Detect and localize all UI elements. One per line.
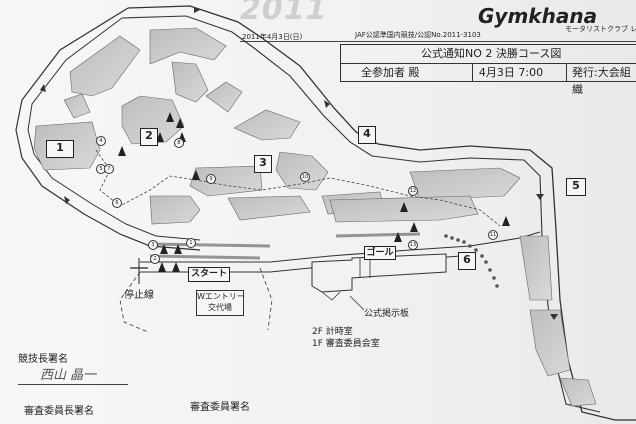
section-6: 6 [458,252,476,270]
marker-1: 1 [186,238,196,248]
goal-label: ゴール [364,246,396,260]
marker-8: 8 [174,138,184,148]
track-outer-boundary [127,5,636,421]
clerk-of-course-signature: 西山 晶一 [40,368,97,383]
bulletin-board-label: 公式掲示板 [364,309,410,319]
steward-label: 審査委員署名 [190,402,250,413]
tire-barrier [444,234,499,288]
header-event-title: Gymkhana [478,4,598,28]
track-lower-straight [140,231,541,263]
infield-pad-i [189,165,263,197]
marker-9: 9 [206,174,216,184]
section-2: 2 [140,128,158,146]
slalom-route [95,149,501,227]
infield-pad-a [149,27,227,65]
marker-2: 2 [150,254,160,264]
infield-pad-d [205,81,243,113]
notice-issuer: 発行:大会組織 [572,66,631,96]
w-entry-box: Wエントリー 交代場 [196,290,245,316]
clerk-of-course-label: 競技長署名 [18,354,68,365]
notice-datetime: 4月3日 7:00 [473,64,568,81]
start-label: スタート [188,267,230,282]
infield-pad-f [233,109,301,141]
track-left-loop [15,7,201,251]
steward-room-label: 1F 審査委員会室 [312,339,380,349]
infield-pad-p [519,235,553,301]
header-year-title: 2011 [240,0,328,27]
section-3: 3 [254,155,272,173]
notice-recipient: 全参加者 殿 [341,64,473,81]
timing-room-label: 2F 計時室 [312,327,353,337]
clerk-signature-line [18,384,128,385]
marker-13: 13 [408,240,418,250]
infield-pad-g [63,93,91,119]
notice-table: 公式通知NO 2 決勝コース図 全参加者 殿 4月3日 7:00 発行:大会組織 [340,44,636,96]
infield-pad-n [409,167,521,201]
marker-4: 4 [96,136,106,146]
infield-pad-j [275,151,329,191]
stop-line-label: 停止線 [124,290,154,301]
infield-pad-l [227,195,311,221]
pit-building [311,253,447,293]
w-entry-line1: Wエントリー [197,292,245,301]
header-date: 2011年4月3日(日) [242,33,303,41]
infield-pad-b [69,35,141,97]
pit-exit-route [119,271,149,333]
header-rule [240,41,636,42]
w-entry-line2: 交代場 [208,303,232,312]
notice-title: 公式通知NO 2 決勝コース図 [341,45,636,64]
infield-pad-r [559,377,597,407]
header-organizer: モータリストクラブ レイ [565,25,636,33]
marker-10: 10 [300,172,310,182]
infield-pad-q [529,309,571,377]
marker-3: 3 [148,240,158,250]
marker-6: 6 [112,198,122,208]
infield-pad-c [171,61,209,103]
infield-pad-k [149,195,201,225]
marker-7: 7 [104,164,114,174]
section-1: 1 [46,140,74,158]
section-5: 5 [566,178,586,196]
marker-11: 11 [488,230,498,240]
section-4: 4 [358,126,376,144]
steward-chair-label: 審査委員長署名 [24,406,94,417]
marker-12: 12 [408,186,418,196]
header-license: JAF公認準国内競技/公認No.2011-3103 [355,31,481,39]
infield-pad-e [121,95,185,145]
